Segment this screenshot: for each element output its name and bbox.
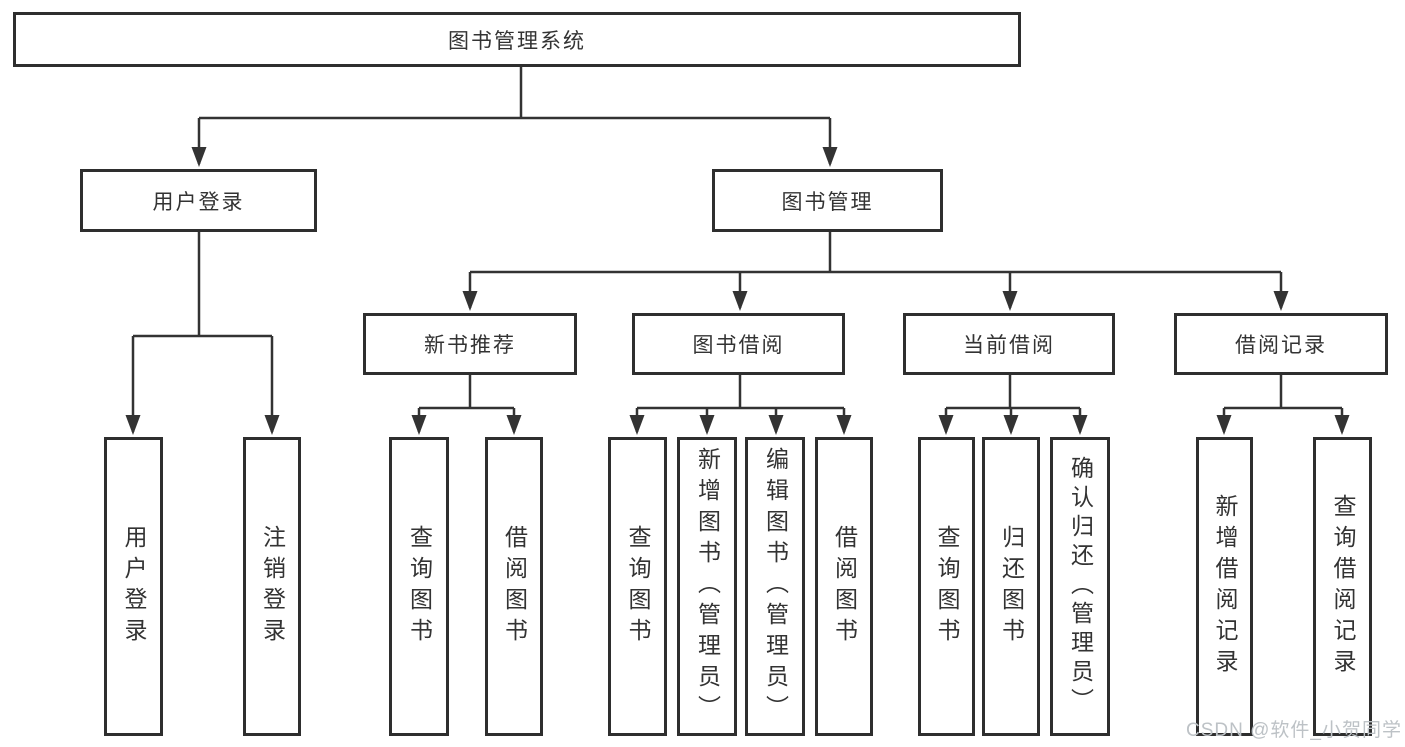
node-new-book-recommend: 新书推荐 (363, 313, 577, 375)
leaf-label: 注销登录 (259, 524, 286, 649)
leaf-label: 编辑图书（管理员） (762, 447, 789, 726)
leaf-confirm-return-admin: 确认归还（管理员） (1050, 437, 1110, 736)
leaf-label: 用户登录 (121, 524, 147, 649)
leaf-label: 借阅图书 (501, 524, 528, 649)
leaf-borrow-books: 借阅图书 (815, 437, 873, 736)
leaf-label: 借阅图书 (831, 524, 858, 649)
csdn-watermark: CSDN @软件_小贺同学 (1186, 720, 1402, 741)
leaf-label: 查询图书 (406, 524, 433, 649)
leaf-edit-books-admin: 编辑图书（管理员） (745, 437, 805, 736)
leaf-user-login: 用户登录 (104, 437, 163, 736)
leaf-label: 确认归还（管理员） (1067, 456, 1094, 717)
leaf-borrow-books-recommend: 借阅图书 (485, 437, 543, 736)
leaf-query-borrow-record: 查询借阅记录 (1313, 437, 1372, 736)
leaf-label: 新增图书（管理员） (694, 447, 721, 726)
node-book-borrowing: 图书借阅 (632, 313, 845, 375)
leaf-query-books-recommend: 查询图书 (389, 437, 449, 736)
leaf-query-books-borrowing: 查询图书 (608, 437, 667, 736)
leaf-return-books: 归还图书 (982, 437, 1040, 736)
leaf-label: 查询图书 (934, 524, 960, 649)
leaf-add-borrow-record: 新增借阅记录 (1196, 437, 1253, 736)
leaf-query-books-current: 查询图书 (918, 437, 975, 736)
node-current-borrowing: 当前借阅 (903, 313, 1115, 375)
leaf-label: 归还图书 (998, 524, 1025, 649)
leaf-add-books-admin: 新增图书（管理员） (677, 437, 737, 736)
node-book-management: 图书管理 (712, 169, 943, 232)
leaf-logout: 注销登录 (243, 437, 301, 736)
leaf-label: 查询借阅记录 (1330, 493, 1356, 680)
node-root-system: 图书管理系统 (13, 12, 1021, 67)
leaf-label: 新增借阅记录 (1212, 493, 1238, 680)
node-borrowing-records: 借阅记录 (1174, 313, 1388, 375)
leaf-label: 查询图书 (625, 524, 651, 649)
node-user-login: 用户登录 (80, 169, 317, 232)
